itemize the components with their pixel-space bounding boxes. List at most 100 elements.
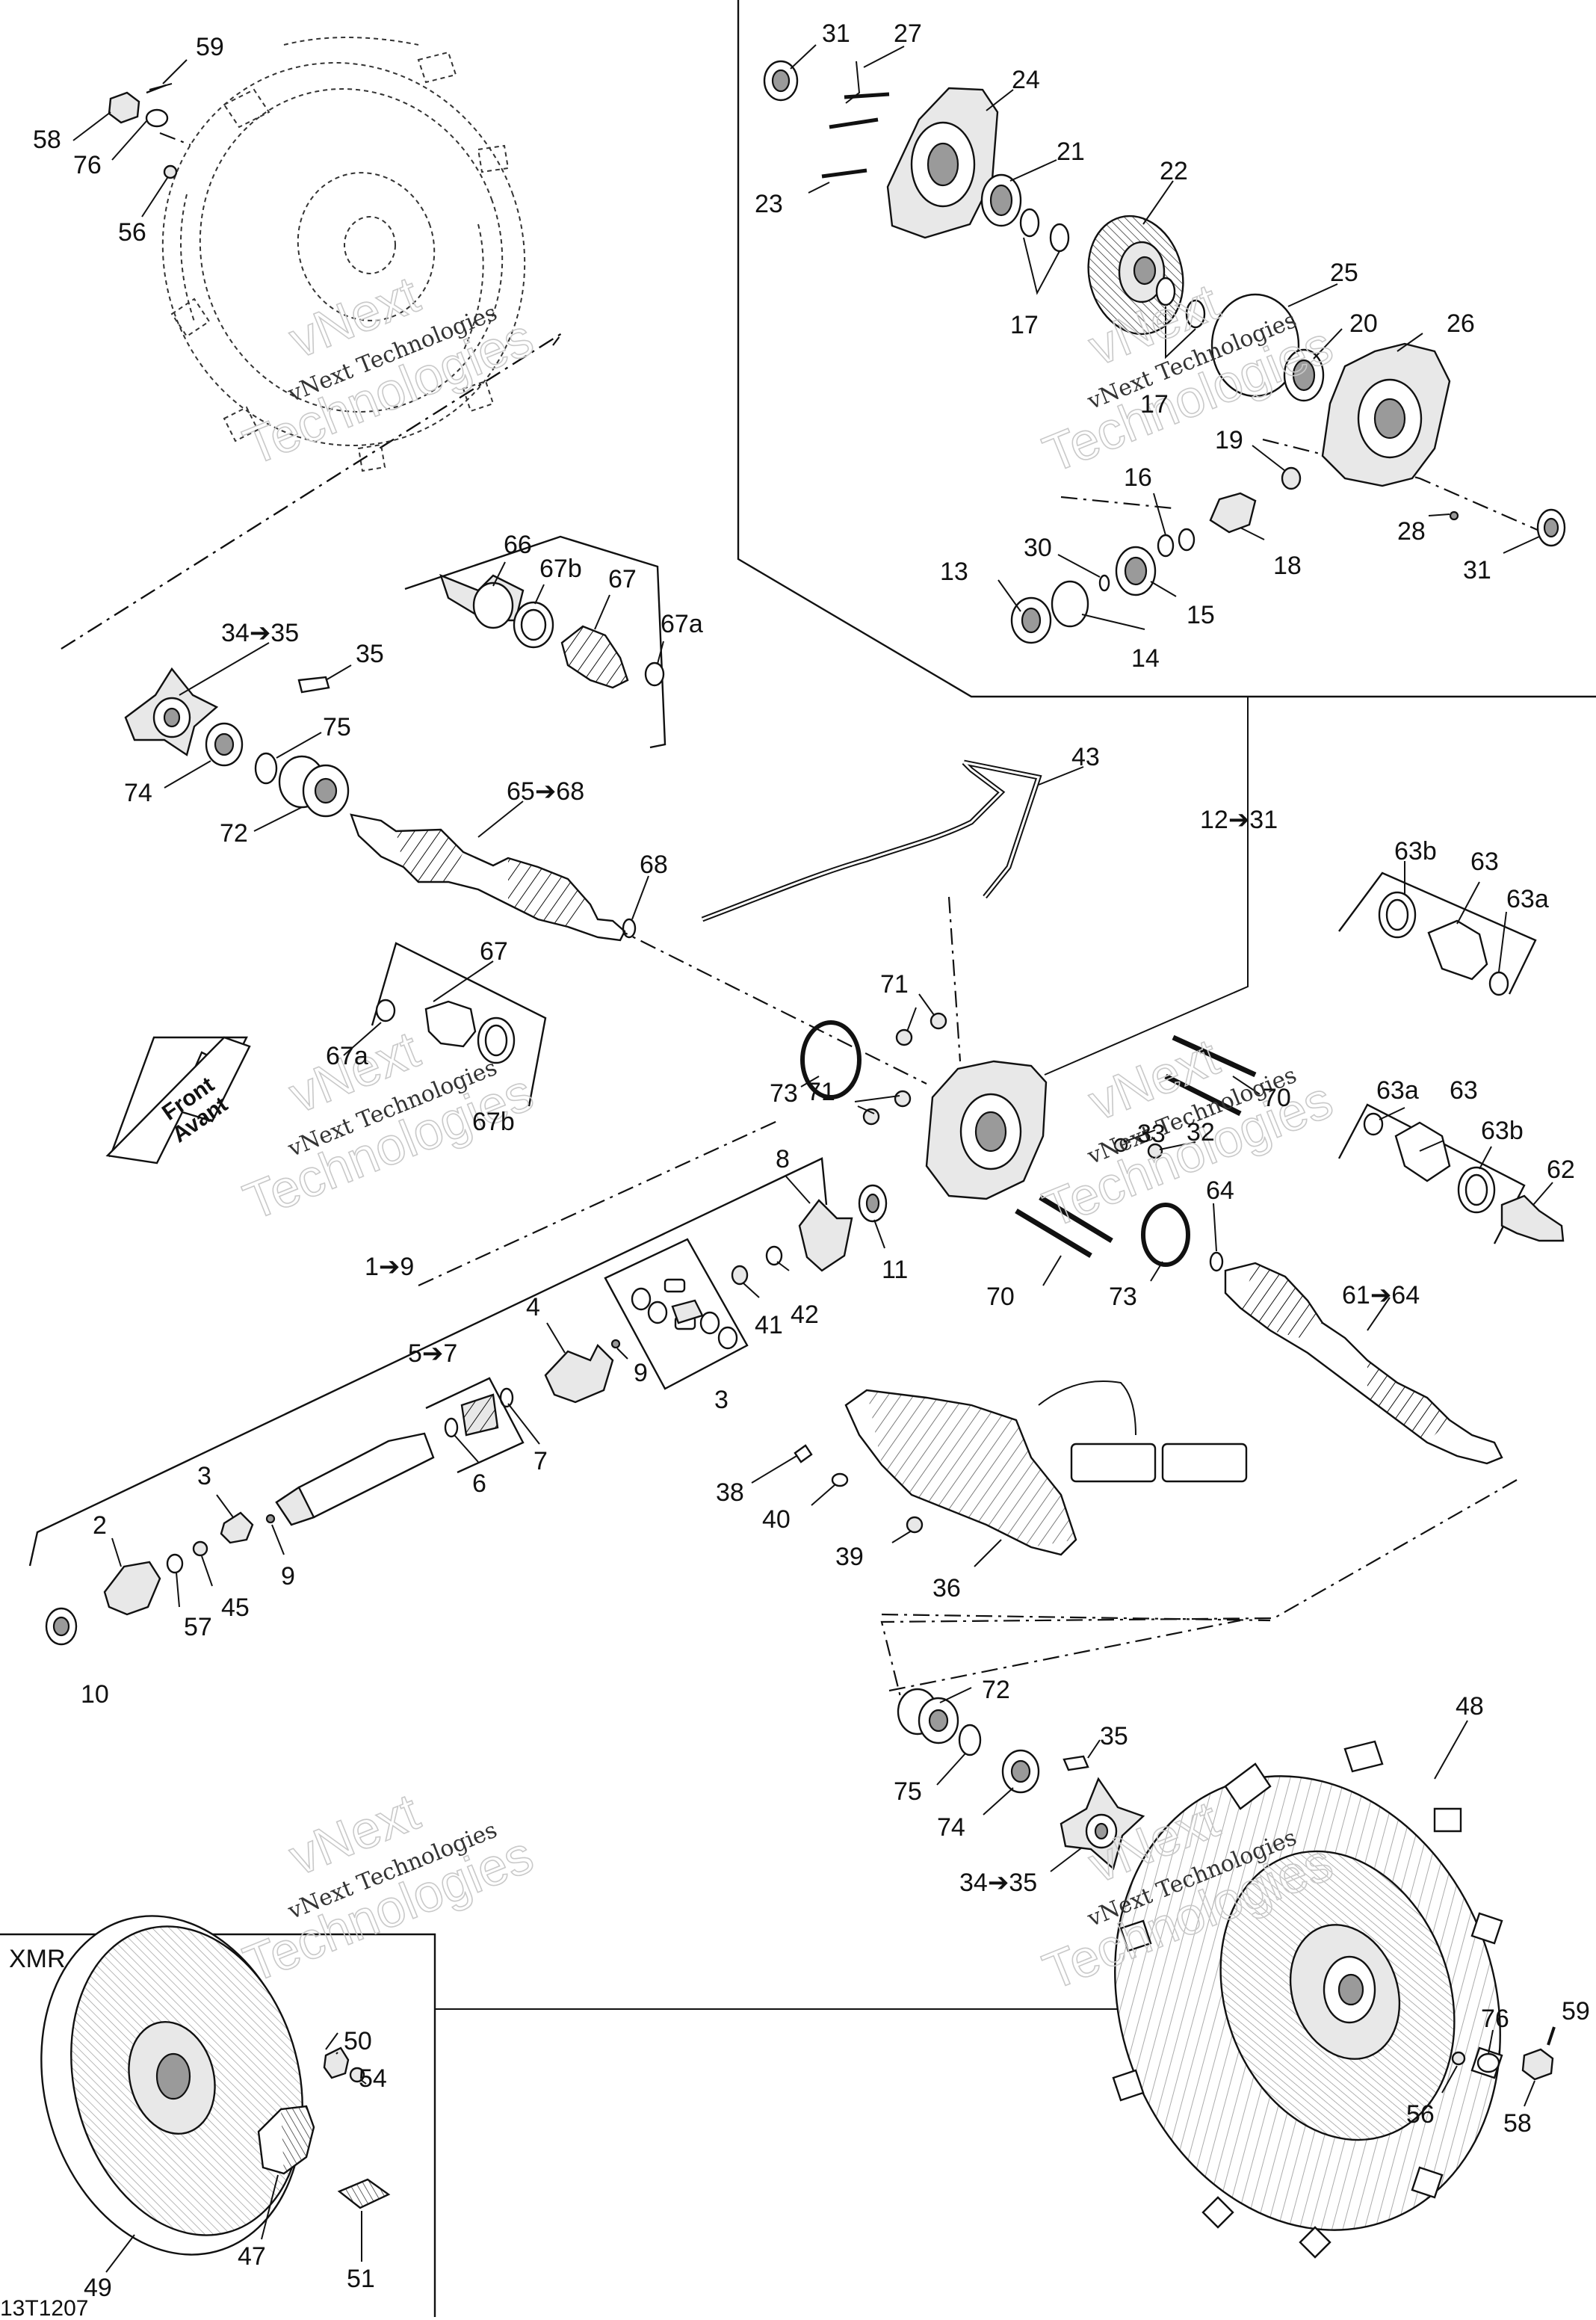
callout: 22 <box>1160 157 1188 185</box>
wheel-nut-58-bottom <box>1521 2048 1554 2081</box>
callout: 48 <box>1456 1692 1484 1721</box>
callout: 75 <box>894 1777 922 1806</box>
clamp-67a-top <box>644 661 665 687</box>
watermarks: vNext vNext Technologies Technologies vN… <box>235 265 1341 2002</box>
callout: 63b <box>1394 837 1437 866</box>
callout: 67 <box>608 565 637 593</box>
shim-17c <box>1155 277 1176 306</box>
shim-16b <box>1178 528 1196 552</box>
callout: 21 <box>1057 138 1085 166</box>
valve-50 <box>323 2046 350 2079</box>
u-joint-cross-3a <box>631 1278 738 1350</box>
nut-71d <box>862 1108 880 1126</box>
callout: 72 <box>982 1676 1010 1704</box>
callout-labels: 59 58 76 56 31 27 24 21 22 23 17 17 25 2… <box>33 19 1590 2302</box>
yoke-8 <box>798 1199 853 1272</box>
boot-67-low <box>424 1000 477 1048</box>
callout: 45 <box>221 1594 250 1622</box>
axis-left-halfshaft <box>612 926 927 1085</box>
cap-54 <box>349 2067 365 2083</box>
callout: 67b <box>472 1108 515 1136</box>
callout: 47 <box>238 2242 266 2271</box>
clamp-63a-top <box>1488 971 1509 996</box>
callout: 20 <box>1349 309 1378 338</box>
valve-56-top <box>163 164 178 179</box>
callout: 31 <box>1463 556 1491 584</box>
callout: 7 <box>533 1447 548 1475</box>
callout: 63b <box>1481 1117 1524 1145</box>
washer-40 <box>831 1472 849 1487</box>
joint-62 <box>1500 1194 1565 1242</box>
ring-gear-22 <box>1087 215 1184 336</box>
callout: 4 <box>526 1293 540 1321</box>
callout: 27 <box>894 19 922 48</box>
seal-73-right <box>1141 1203 1190 1267</box>
callout: 18 <box>1273 552 1302 580</box>
callout: 49 <box>84 2274 112 2302</box>
nut-41 <box>731 1265 749 1286</box>
bracket-1-9 <box>28 1157 828 1567</box>
axis-diff-input <box>1060 496 1174 510</box>
callout: 38 <box>716 1478 744 1507</box>
leader-12-31 <box>1044 697 1249 1076</box>
bottom-hub-group <box>897 1688 1145 1871</box>
axis-bearing <box>947 896 962 1062</box>
bracket-67-top <box>404 535 666 749</box>
nut-39 <box>906 1516 924 1534</box>
callout: 8 <box>776 1145 790 1173</box>
callout: 67b <box>539 555 582 583</box>
yoke-2 <box>103 1561 161 1616</box>
xmr-inset <box>40 1915 391 2256</box>
boot-63-top <box>1427 919 1488 981</box>
callout: 16 <box>1124 463 1152 492</box>
wheel-nut-58-top <box>108 91 140 124</box>
callout: 25 <box>1330 259 1358 287</box>
callout: 74 <box>124 779 152 807</box>
clamp-67a-low <box>375 999 396 1022</box>
differential-exploded <box>763 60 1566 644</box>
breather-27 <box>845 61 861 104</box>
shim-16a <box>1157 534 1175 558</box>
axis-diff <box>1262 438 1540 532</box>
part-30 <box>1098 574 1110 592</box>
clip-9a <box>610 1339 621 1349</box>
callout: 35 <box>1100 1722 1128 1750</box>
nut-71c <box>894 1090 912 1108</box>
callout: 24 <box>1012 66 1040 94</box>
callout: 54 <box>359 2064 387 2093</box>
callout: 39 <box>835 1543 864 1571</box>
callout: 26 <box>1447 309 1475 338</box>
callout: 64 <box>1206 1176 1234 1205</box>
callout: 11 <box>882 1256 908 1284</box>
watermark-5: vNext vNext Technologies Technologies <box>235 1782 542 1994</box>
callout: 10 <box>81 1680 109 1709</box>
callout: 74 <box>937 1813 965 1842</box>
axis-right-halfshaft <box>880 1479 1518 1712</box>
bolt-38 <box>794 1444 813 1463</box>
callout: 63 <box>1450 1076 1478 1105</box>
nut-71b <box>895 1028 913 1046</box>
shim-17d <box>1185 299 1206 329</box>
callout: 61➔64 <box>1342 1281 1420 1309</box>
stud-35-top <box>297 676 330 694</box>
differential-frame <box>737 0 1596 698</box>
callout: 5➔7 <box>408 1339 457 1368</box>
part-32 <box>1147 1143 1163 1159</box>
callout: 2 <box>93 1511 107 1540</box>
callout: 34➔35 <box>221 619 299 647</box>
bolt-70b <box>1164 1073 1242 1117</box>
front-arrow <box>105 1036 251 1164</box>
callout: 57 <box>184 1613 212 1641</box>
callout: 67a <box>326 1042 368 1070</box>
callout: 17 <box>1010 311 1039 339</box>
axis-top-wheel <box>61 333 563 650</box>
shim-17a <box>1019 208 1040 238</box>
o-ring-25 <box>1210 293 1300 398</box>
nut-45 <box>192 1540 208 1557</box>
callout: 13 <box>940 558 968 586</box>
bolt-70d <box>1039 1195 1113 1243</box>
left-halfshaft-group <box>124 573 665 1064</box>
washer-76-bottom <box>1476 2052 1500 2073</box>
callout: 14 <box>1131 644 1160 673</box>
